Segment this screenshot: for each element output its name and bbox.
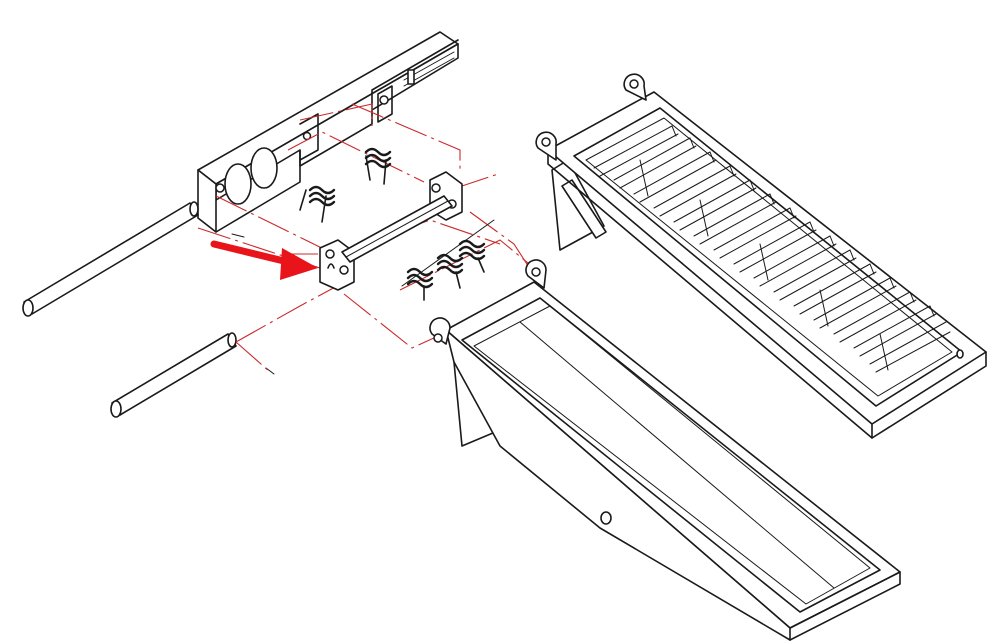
callout-arrow	[210, 240, 318, 280]
ramp-tray	[429, 259, 901, 641]
torsion-spring-set	[401, 219, 495, 301]
hinge-pin-upper	[22, 201, 199, 317]
frame-rail	[197, 31, 459, 233]
hinge-pin-lower	[110, 332, 237, 418]
pin-tip-upper	[231, 233, 245, 238]
cross-rod	[341, 195, 453, 263]
stair-ramp	[535, 73, 987, 439]
stair-treads	[593, 125, 951, 373]
torsion-spring-right	[364, 147, 392, 185]
torsion-spring-left	[299, 185, 336, 223]
